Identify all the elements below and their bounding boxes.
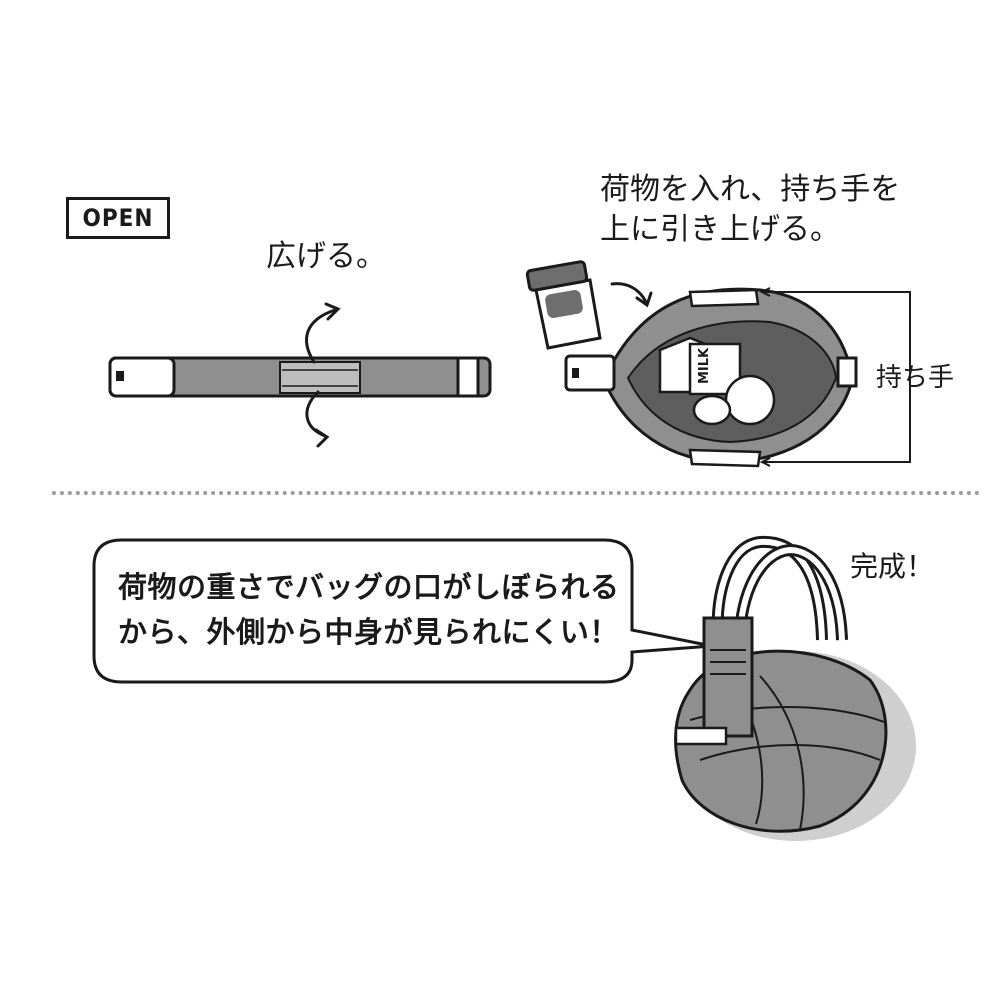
milk-carton-icon: MILK	[658, 336, 742, 396]
cup-icon	[525, 260, 602, 350]
orange-icon	[724, 374, 776, 426]
bubble-line2: から、外側から中身が見られにくい！	[118, 615, 619, 649]
speech-bubble-text: 荷物の重さでバッグの口がしぼられる から、外側から中身が見られにくい！	[118, 565, 620, 655]
step2-caption: 荷物を入れ、持ち手を 上に引き上げる。	[600, 170, 900, 250]
folded-bag-icon	[108, 356, 492, 398]
bubble-line1: 荷物の重さでバッグの口がしぼられる	[118, 570, 620, 604]
handle-label: 持ち手	[876, 363, 955, 393]
step2-caption-line2: 上に引き上げる。	[600, 212, 840, 247]
lemon-icon	[692, 394, 732, 426]
complete-label: 完成！	[850, 550, 935, 583]
bag-icon	[674, 535, 916, 841]
arrow-icon	[610, 282, 653, 308]
step1-caption: 広げる。	[266, 239, 386, 274]
section-divider	[52, 491, 980, 495]
open-badge: OPEN	[66, 197, 170, 239]
milk-label: MILK	[697, 347, 712, 384]
unfold-arrows-icon	[305, 302, 341, 448]
step2-caption-line1: 荷物を入れ、持ち手を	[600, 172, 901, 207]
speech-bubble-icon	[92, 538, 713, 684]
handle-bracket-icon	[759, 287, 911, 467]
